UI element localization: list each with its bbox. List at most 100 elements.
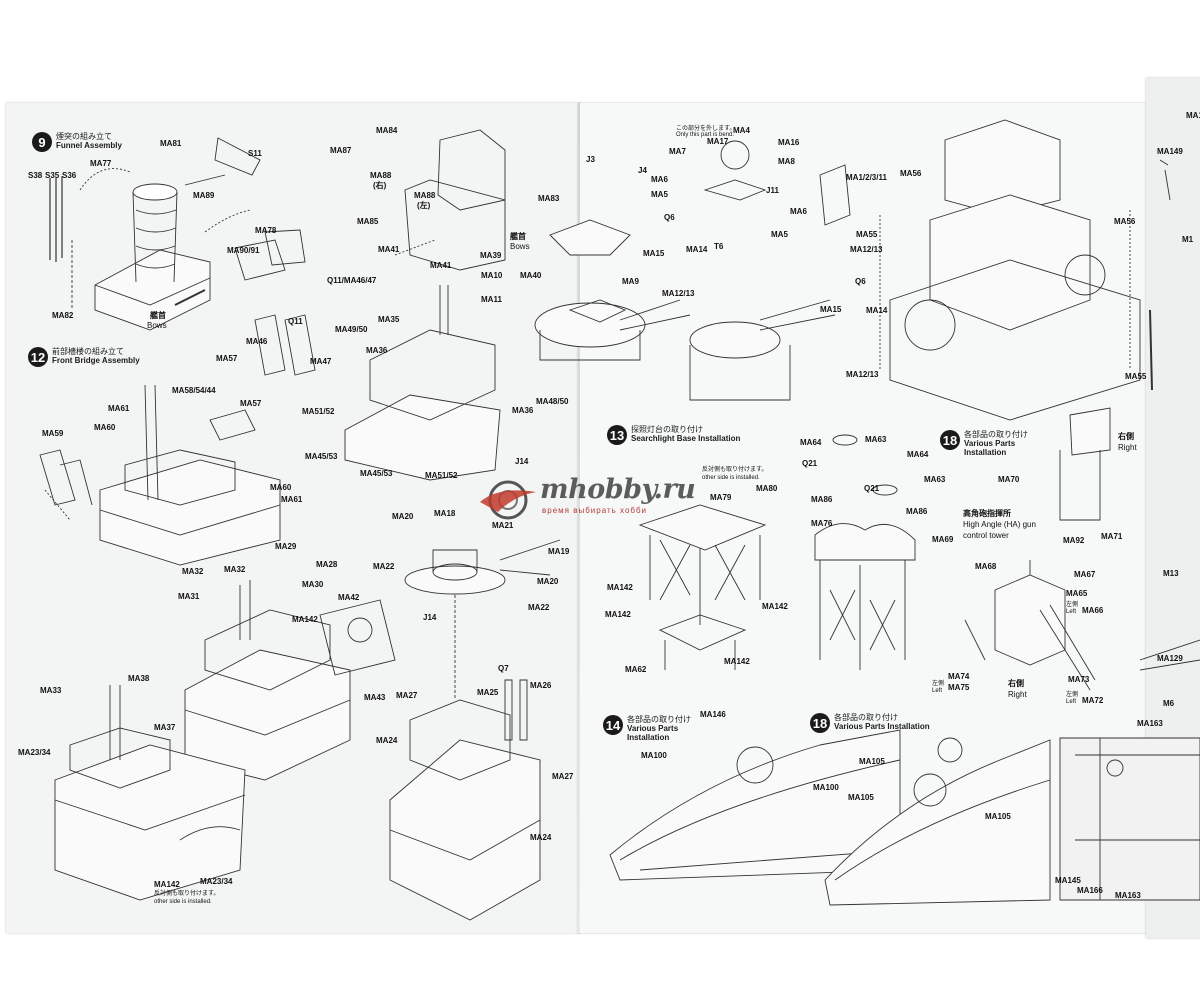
part-label: MA32 (224, 565, 246, 574)
part-label: MA145 (1055, 876, 1081, 885)
part-label: MA22 (528, 603, 550, 612)
part-label: MA63 (924, 475, 946, 484)
part-label: MA6 (651, 175, 668, 184)
part-label: MA49/50 (335, 325, 368, 334)
part-label: MA17 (707, 137, 729, 146)
side-label-jp: 右側 (1008, 679, 1024, 688)
part-label: MA28 (316, 560, 338, 569)
part-label: MA73 (1068, 675, 1090, 684)
note-jp: 反対側も取り付けます。 (702, 467, 768, 473)
part-label: MA87 (330, 146, 352, 155)
part-label: Q21 (864, 484, 880, 493)
watermark-logo-icon (480, 480, 536, 520)
part-label: MA76 (811, 519, 833, 528)
part-label: MA30 (302, 580, 324, 589)
note-en: other side is installed. (702, 475, 760, 481)
part-label: MA20 (537, 577, 559, 586)
part-label: MA75 (948, 683, 970, 692)
step-number-badge: 13 (607, 425, 627, 445)
part-label: MA64 (907, 450, 929, 459)
side-label: Left (1066, 609, 1077, 615)
part-label: MA48/50 (536, 397, 569, 406)
part-label: MA15 (820, 305, 842, 314)
step-number-badge: 12 (28, 347, 48, 367)
part-label: MA82 (52, 311, 74, 320)
part-label: MA12/13 (662, 289, 695, 298)
part-label: MA59 (42, 429, 64, 438)
watermark: mhobby.ru время выбирать хобби (478, 472, 696, 528)
part-label: MA142 (292, 615, 318, 624)
part-label: S36 (62, 171, 77, 180)
part-label: MA42 (338, 593, 360, 602)
part-label: MA163 (1137, 719, 1163, 728)
part-label: MA12/13 (850, 245, 883, 254)
part-label: M1 (1182, 235, 1194, 244)
direction-label: Bows (510, 242, 530, 251)
watermark-brand: mhobby.ru (540, 474, 696, 505)
part-label: MA78 (255, 226, 277, 235)
part-label: MA142 (607, 583, 633, 592)
side-label: Left (932, 688, 943, 694)
part-label: J4 (638, 166, 647, 175)
side-label-jp: 左側 (932, 681, 945, 687)
page-fold-line (578, 103, 580, 933)
part-label: MA14 (686, 245, 708, 254)
part-label: MA142 (724, 657, 750, 666)
part-label: MA29 (275, 542, 297, 551)
caption: control tower (963, 531, 1009, 540)
part-label: MA1 (1186, 111, 1200, 120)
part-label: MA46 (246, 337, 268, 346)
part-label: MA18 (434, 509, 456, 518)
part-label: MA79 (710, 493, 732, 502)
part-label: MA146 (700, 710, 726, 719)
section-title-en: Various Parts (627, 724, 679, 734)
part-label: MA61 (108, 404, 130, 413)
instruction-page-right-edge (1146, 78, 1200, 938)
side-label: Right (1118, 443, 1137, 452)
part-label: MA15 (643, 249, 665, 258)
caption: High Angle (HA) gun (963, 520, 1036, 529)
part-label: MA41 (378, 245, 400, 254)
part-label: MA142 (605, 610, 631, 619)
part-label: MA88 (414, 191, 436, 200)
part-label: MA100 (813, 783, 839, 792)
part-label: MA32 (182, 567, 204, 576)
side-label-jp: 右側 (1118, 432, 1134, 441)
part-label: Q11 (288, 317, 303, 326)
part-label: MA24 (376, 736, 398, 745)
part-label: MA39 (480, 251, 502, 260)
part-label: S35 (45, 171, 60, 180)
part-label: MA35 (378, 315, 400, 324)
part-label: MA45/53 (360, 469, 393, 478)
part-label: MA12/13 (846, 370, 879, 379)
part-label: MA19 (548, 547, 570, 556)
part-label: J14 (515, 457, 529, 466)
part-label: MA51/52 (302, 407, 335, 416)
part-label: MA65 (1066, 589, 1088, 598)
part-label: MA5 (651, 190, 668, 199)
part-label: MA55 (1125, 372, 1147, 381)
part-label: MA25 (477, 688, 499, 697)
watermark-tagline: время выбирать хобби (542, 506, 648, 515)
section-title-jp: 煙突の組み立て (56, 132, 112, 141)
part-label: MA105 (859, 757, 885, 766)
step-number-badge: 9 (32, 132, 52, 152)
caption-jp: 高角砲指揮所 (963, 509, 1011, 518)
section-title-en: Funnel Assembly (56, 141, 122, 151)
note-jp: この部分を外します。 (676, 126, 736, 132)
part-label: MA55 (856, 230, 878, 239)
section-title-en: Searchlight Base Installation (631, 434, 741, 444)
part-label: MA27 (552, 772, 574, 781)
section-title-en: Front Bridge Assembly (52, 356, 140, 366)
part-label: MA72 (1082, 696, 1104, 705)
part-label: MA105 (848, 793, 874, 802)
part-label: Q21 (802, 459, 818, 468)
part-label: MA60 (270, 483, 292, 492)
step-number-badge: 18 (940, 430, 960, 450)
note-en: other side is installed. (154, 899, 212, 905)
